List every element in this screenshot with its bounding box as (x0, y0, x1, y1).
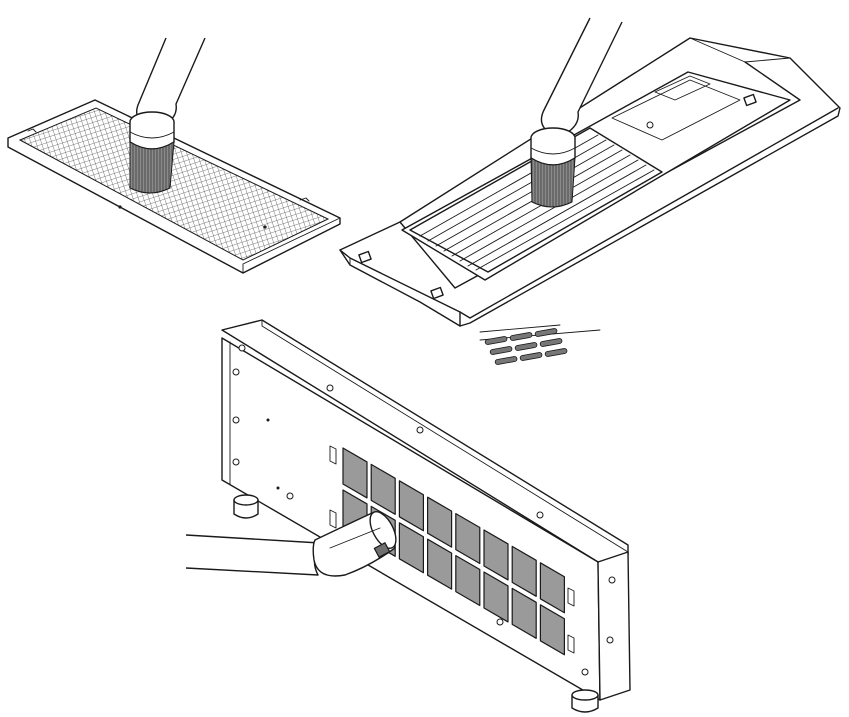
mesh-filter (7, 99, 341, 274)
filter-cell (539, 604, 565, 656)
filter-cell (398, 480, 424, 532)
filter-cell (483, 571, 509, 623)
cover-latch (430, 286, 444, 300)
filter-cell (511, 587, 537, 639)
mesh-screw-hole (263, 225, 267, 229)
vacuum-hose (185, 511, 397, 577)
filter-cell (398, 522, 424, 574)
filter-cell (427, 496, 453, 548)
vacuum-brush-nozzle (129, 37, 206, 194)
filter-cell (455, 555, 481, 607)
cover-latch (743, 93, 757, 107)
cover-screw-hole (646, 121, 654, 129)
intake-filter-grid (342, 447, 565, 656)
projector-intake-panel (185, 319, 631, 713)
filter-cell (539, 562, 565, 614)
filter-cover-panel (339, 17, 841, 368)
filter-cell (511, 545, 537, 597)
mesh-screw-hole (118, 205, 122, 209)
filter-cell (342, 447, 368, 499)
filter-cell (455, 513, 481, 565)
mesh-filter-panel (7, 37, 341, 274)
vacuum-brush-nozzle (530, 17, 623, 208)
projector-body (221, 319, 631, 713)
filter-cell (370, 463, 396, 515)
filter-cell (483, 529, 509, 581)
cover-latch (358, 250, 372, 264)
filter-cell (427, 538, 453, 590)
cover-underside-vent (479, 324, 601, 368)
